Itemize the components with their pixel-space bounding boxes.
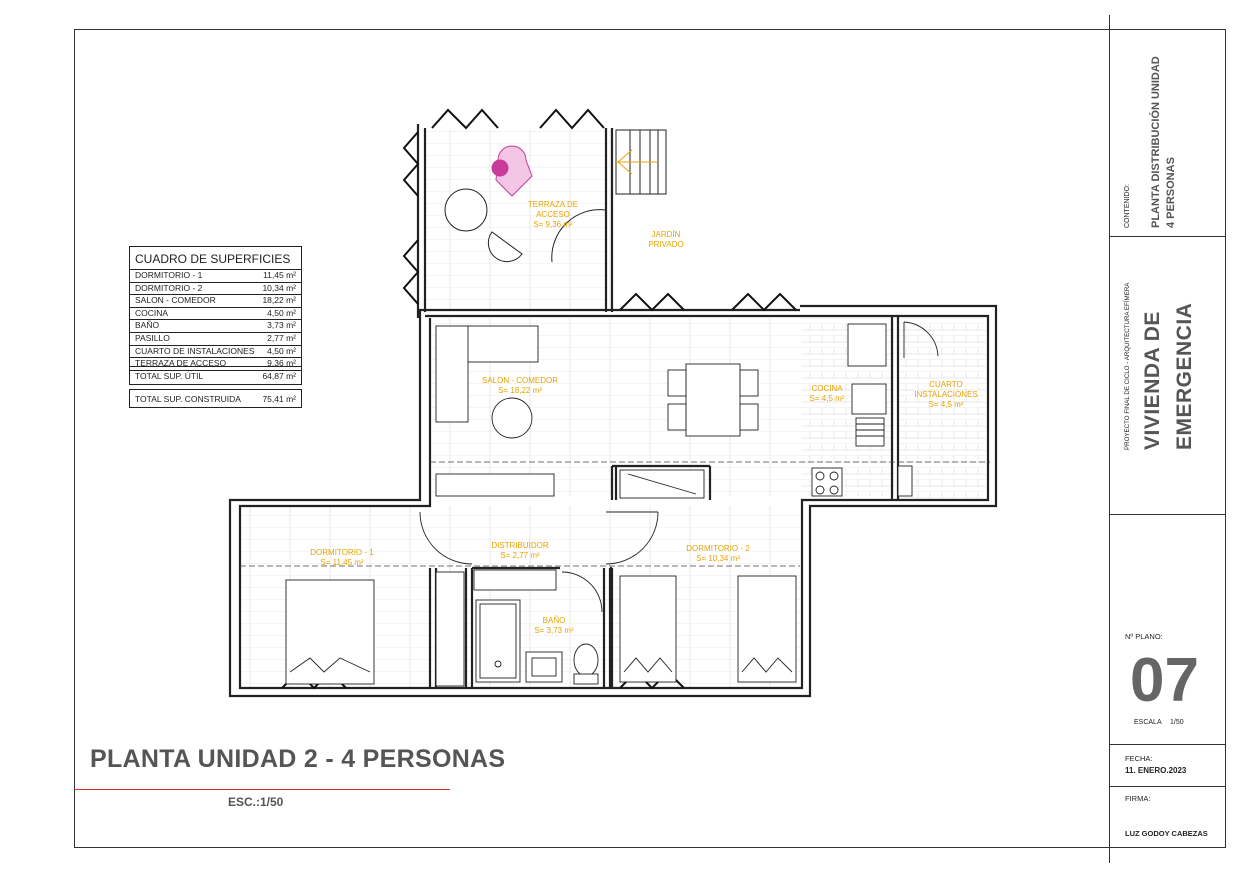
total-util-label: TOTAL SUP. ÚTIL	[135, 371, 204, 381]
area-row-name: DORMITORIO - 2	[135, 282, 203, 293]
plano-number: 07	[1130, 646, 1199, 715]
area-row-name: BAÑO	[135, 320, 160, 331]
plan-title-underline	[74, 789, 450, 790]
label-distribuidor: DISTRIBUIDOR S= 2,77 m²	[491, 541, 549, 560]
area-table-row: COCINA 4,50 m²	[130, 308, 301, 321]
area-row-value: 10,34 m²	[262, 282, 296, 293]
drawing-frame	[74, 29, 1226, 848]
label-jardin: JARDÍN PRIVADO	[648, 230, 684, 249]
label-cocina: COCINA S= 4,5 m²	[809, 384, 845, 403]
area-row-name: COCINA	[135, 307, 169, 318]
area-row-name: CUARTO DE INSTALACIONES	[135, 345, 255, 356]
area-row-value: 18,22 m²	[262, 295, 296, 306]
label-dormitorio1: DORMITORIO - 1 S= 11,45 m²	[310, 548, 374, 567]
area-table: CUADRO DE SUPERFICIES DORMITORIO - 1 11,4…	[129, 246, 302, 371]
area-table-row: DORMITORIO - 2 10,34 m²	[130, 283, 301, 296]
escala-label: ESCALA	[1134, 719, 1162, 726]
area-row-value: 9,36 m²	[267, 358, 296, 369]
escala-value: 1/50	[1170, 719, 1184, 726]
area-row-name: TERRAZA DE ACCESO	[135, 358, 227, 369]
area-row-name: PASILLO	[135, 332, 170, 343]
fecha-label: FECHA:	[1125, 754, 1153, 763]
total-construida-box: TOTAL SUP. CONSTRUIDA 75,41 m²	[129, 389, 302, 408]
label-bano: BAÑO S= 3,73 m²	[534, 616, 574, 635]
label-dormitorio2: DORMITORIO - 2 S= 10,34 m²	[686, 544, 750, 563]
area-row-value: 3,73 m²	[267, 320, 296, 331]
area-row-value: 2,77 m²	[267, 332, 296, 343]
area-table-title: CUADRO DE SUPERFICIES	[130, 247, 301, 270]
area-table-row: CUARTO DE INSTALACIONES 4,50 m²	[130, 346, 301, 359]
fecha-value: 11. ENERO.2023	[1125, 766, 1187, 775]
area-table-row: SALON - COMEDOR 18,22 m²	[130, 295, 301, 308]
total-construida-label: TOTAL SUP. CONSTRUIDA	[135, 394, 241, 404]
area-row-name: DORMITORIO - 1	[135, 270, 203, 280]
plano-label: Nº PLANO:	[1125, 632, 1163, 641]
area-row-name: SALON - COMEDOR	[135, 295, 216, 306]
area-table-row: PASILLO 2,77 m²	[130, 333, 301, 346]
total-construida-value: 75,41 m²	[262, 394, 296, 404]
utility-floor	[898, 318, 986, 498]
area-row-value: 4,50 m²	[267, 345, 296, 356]
author-name: LUZ GODOY CABEZAS	[1125, 829, 1208, 838]
plan-title: PLANTA UNIDAD 2 - 4 PERSONAS	[90, 745, 506, 773]
total-util-value: 64,87 m²	[262, 371, 296, 381]
firma-label: FIRMA:	[1125, 794, 1151, 803]
label-cuarto: CUARTO INSTALACIONES S= 4,5 m²	[914, 380, 978, 409]
area-table-row: BAÑO 3,73 m²	[130, 320, 301, 333]
area-table-row: TERRAZA DE ACCESO 9,36 m²	[130, 358, 301, 370]
area-row-value: 4,50 m²	[267, 307, 296, 318]
area-row-value: 11,45 m²	[263, 270, 296, 280]
area-table-row: DORMITORIO - 1 11,45 m²	[130, 270, 301, 283]
label-salon: SALON - COMEDOR S= 18,22 m²	[481, 376, 558, 395]
titleblock-divider	[1109, 15, 1110, 863]
plan-scale: ESC.:1/50	[228, 795, 284, 809]
total-util-box: TOTAL SUP. ÚTIL 64,87 m²	[129, 366, 302, 385]
label-terraza: TERRAZA DE ACCESO S= 9,36 m²	[527, 200, 579, 229]
